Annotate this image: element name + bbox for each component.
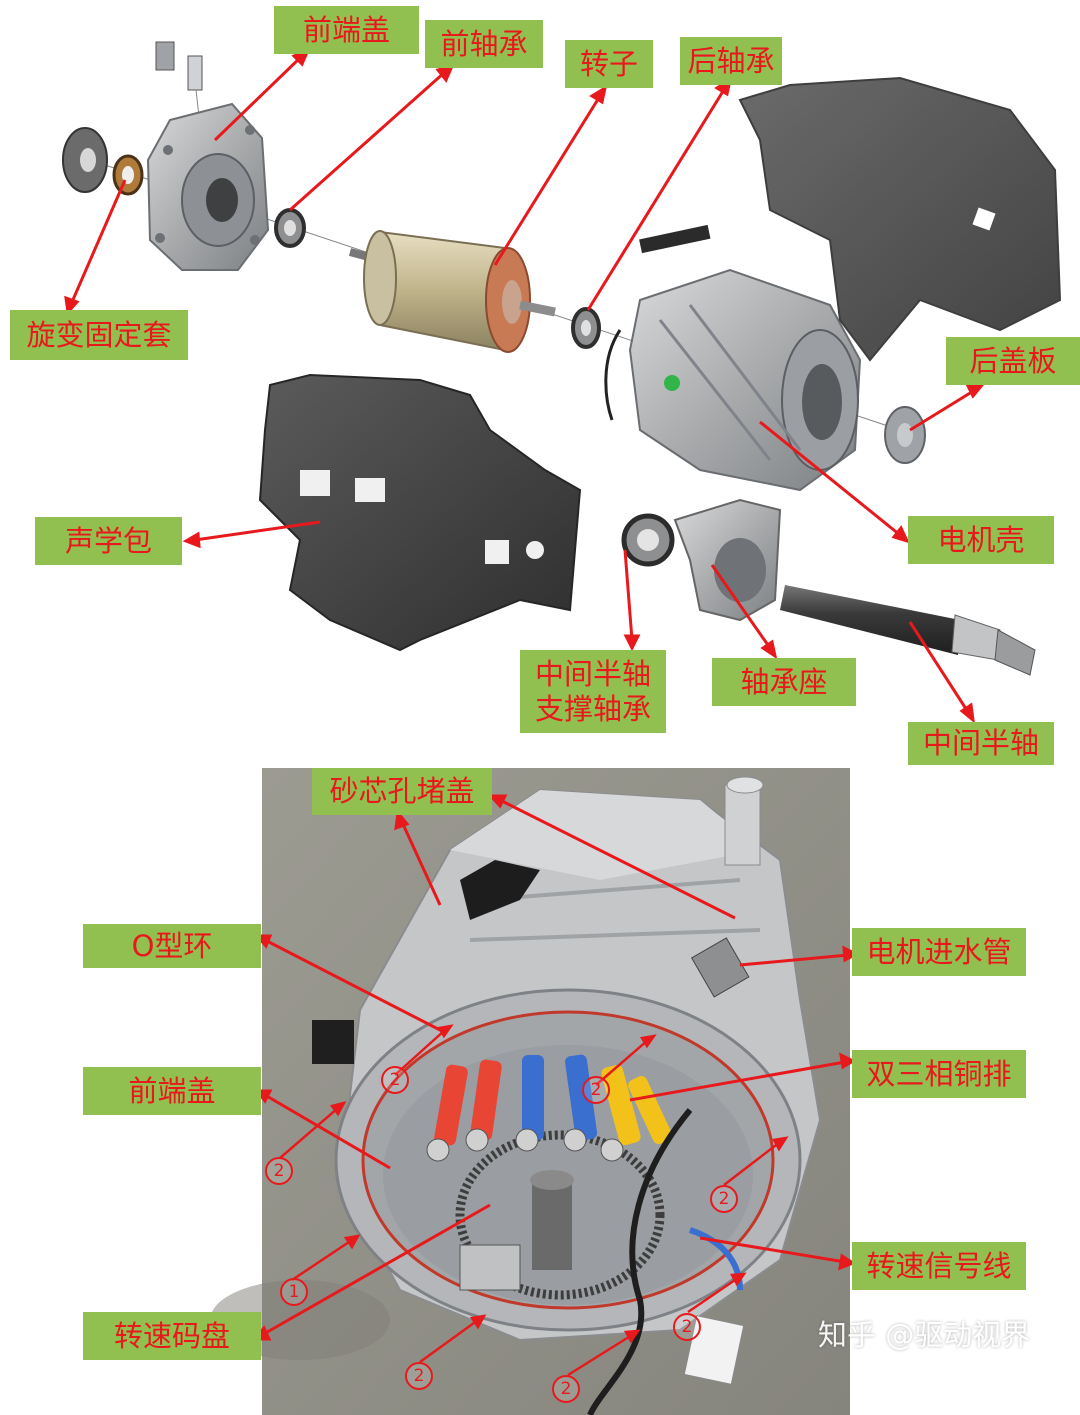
label-water-inlet: 电机进水管 bbox=[852, 928, 1026, 976]
arrow bbox=[487, 794, 736, 920]
arrow bbox=[623, 549, 641, 652]
acoustic-pack-part bbox=[258, 373, 582, 652]
label-speed-encoder-disc: 转速码盘 bbox=[83, 1312, 261, 1360]
assembled-photo bbox=[210, 768, 850, 1415]
front-bearing-part bbox=[274, 208, 306, 248]
label-acoustic-pack: 声学包 bbox=[35, 517, 182, 565]
label-resolver-sleeve: 旋变固定套 bbox=[10, 310, 188, 360]
arrow bbox=[739, 945, 860, 967]
label-bearing-seat: 轴承座 bbox=[712, 658, 856, 706]
mid-shaft-bearing-part bbox=[621, 513, 675, 567]
callout-1: 1 bbox=[280, 1278, 308, 1306]
callout-2: 2 bbox=[673, 1313, 701, 1341]
callout-2: 2 bbox=[582, 1076, 610, 1104]
rear-bearing-part bbox=[571, 307, 601, 349]
arrow bbox=[909, 383, 986, 432]
label-mid-half-shaft: 中间半轴 bbox=[908, 722, 1054, 765]
small-bearing-part bbox=[112, 154, 144, 196]
label-front-bearing: 前轴承 bbox=[425, 20, 543, 68]
callout-2: 2 bbox=[265, 1157, 293, 1185]
watermark: 知乎 @驱动视界 bbox=[818, 1318, 1031, 1352]
mid-half-shaft-part bbox=[780, 585, 1036, 676]
rear-cover-plate-part bbox=[884, 406, 926, 464]
arrow bbox=[759, 420, 910, 544]
callout-2: 2 bbox=[552, 1375, 580, 1403]
label-front-end-cover: 前端盖 bbox=[274, 6, 419, 54]
callout-2: 2 bbox=[405, 1362, 433, 1390]
label-rotor: 转子 bbox=[565, 40, 653, 88]
label-mid-shaft-bearing: 中间半轴 支撑轴承 bbox=[520, 650, 666, 733]
rotor-part bbox=[348, 230, 556, 353]
resolver-sleeve-part bbox=[62, 127, 108, 193]
label-rear-cover-plate: 后盖板 bbox=[946, 337, 1080, 385]
label-rear-bearing: 后轴承 bbox=[680, 37, 782, 85]
motor-housing-part bbox=[604, 224, 862, 492]
front-end-cover-part bbox=[146, 102, 270, 271]
bearing-seat-part bbox=[673, 498, 782, 622]
exploded-view bbox=[62, 41, 1062, 676]
arrow bbox=[908, 621, 975, 724]
arrow bbox=[64, 179, 127, 316]
callout-leaders bbox=[279, 1024, 789, 1377]
label-o-ring: O型环 bbox=[83, 924, 261, 968]
sensor-part bbox=[155, 41, 203, 126]
arrow bbox=[586, 76, 733, 311]
label-copper-busbar: 双三相铜排 bbox=[852, 1050, 1026, 1098]
callout-2: 2 bbox=[381, 1066, 409, 1094]
arrow bbox=[182, 520, 321, 549]
label-sand-core-plug: 砂芯孔堵盖 bbox=[312, 768, 492, 815]
arrow bbox=[394, 809, 442, 906]
label-speed-signal-line: 转速信号线 bbox=[852, 1242, 1026, 1290]
arrow bbox=[213, 47, 311, 142]
arrow bbox=[493, 84, 608, 266]
arrow bbox=[289, 63, 455, 212]
arrows bbox=[64, 47, 986, 1341]
rear-acoustic-pack-part bbox=[738, 76, 1062, 362]
arrow bbox=[629, 1052, 857, 1102]
label-motor-housing: 电机壳 bbox=[908, 516, 1054, 564]
arrow bbox=[699, 1236, 857, 1271]
arrow bbox=[710, 564, 778, 660]
callout-2: 2 bbox=[710, 1185, 738, 1213]
label-front-end-cover-assembled: 前端盖 bbox=[83, 1067, 261, 1115]
